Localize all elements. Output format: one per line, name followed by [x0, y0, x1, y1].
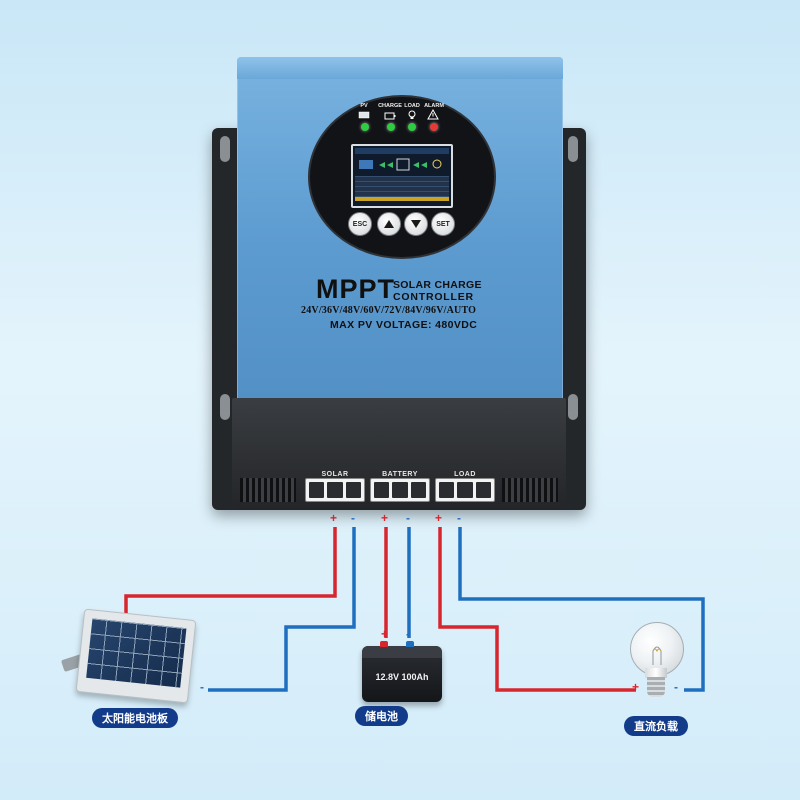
indicator-label-load: LOAD — [404, 103, 420, 109]
panel-minus-mark: - — [200, 680, 204, 694]
indicator-label-charge: CHARGE — [378, 103, 402, 109]
pv-led — [361, 123, 369, 131]
vent-grille — [240, 478, 296, 502]
solar-plus-mark: + — [330, 511, 338, 525]
alarm-led — [430, 123, 438, 131]
battery-label: 储电池 — [355, 706, 408, 726]
up-button[interactable] — [377, 212, 401, 236]
mount-hole — [568, 394, 578, 420]
mount-hole — [568, 136, 578, 162]
bulb-minus-mark: - — [674, 680, 678, 694]
load-led — [408, 123, 416, 131]
warning-icon — [427, 109, 439, 120]
bulb-plus-mark: + — [632, 680, 640, 694]
bulb-filament-icon — [652, 646, 662, 665]
lcd-header — [355, 148, 449, 154]
max-pv-voltage: MAX PV VOLTAGE: 480VDC — [330, 319, 478, 331]
mppt-title: MPPT — [316, 274, 396, 304]
lcd-row — [355, 191, 449, 196]
terminal-label-load: LOAD — [454, 471, 476, 478]
load-negative-wire — [458, 527, 705, 692]
solar-negative-wire — [208, 527, 356, 692]
solar-panel — [75, 608, 197, 704]
arrow-down-icon — [411, 220, 421, 228]
solar-minus-mark: - — [351, 511, 355, 525]
solar-terminal-block[interactable] — [305, 478, 365, 502]
load-plus-mark: + — [435, 511, 443, 525]
lcd-screen — [351, 144, 453, 208]
dc-load-label: 直流负载 — [624, 716, 688, 736]
controller-text: CONTROLLER — [393, 291, 474, 303]
solar-panel-cells — [86, 618, 187, 688]
esc-button[interactable]: ESC — [348, 212, 372, 236]
indicator-label-alarm: ALARM — [424, 103, 444, 109]
solar-charge-text: SOLAR CHARGE — [393, 279, 482, 291]
indicator-label-pv: PV — [360, 103, 368, 109]
terminal-label-battery: BATTERY — [382, 471, 418, 478]
load-positive-wire — [438, 527, 636, 692]
load-terminal-block[interactable] — [435, 478, 495, 502]
lcd-flow-graphic — [359, 158, 442, 171]
lcd-row — [355, 181, 449, 186]
mount-hole — [220, 136, 230, 162]
battery-term-plus-mark: + — [381, 627, 389, 641]
set-button[interactable]: SET — [431, 212, 455, 236]
solar-positive-wire — [124, 527, 337, 621]
lcd-status-row — [355, 196, 449, 201]
arrow-up-icon — [384, 220, 394, 228]
battery: 12.8V 100Ah — [362, 641, 442, 702]
charge-led — [387, 123, 395, 131]
battery-terminal-block[interactable] — [370, 478, 430, 502]
battery-minus-mark: - — [406, 511, 410, 525]
light-bulb — [630, 622, 684, 676]
terminal-label-solar: SOLAR — [321, 471, 349, 478]
down-button[interactable] — [404, 212, 428, 236]
lcd-row — [355, 176, 449, 181]
battery-lid — [362, 646, 442, 658]
vent-grille — [502, 478, 558, 502]
battery-rating: 12.8V 100Ah — [375, 672, 429, 682]
bulb-base — [647, 677, 665, 697]
cover-top-edge — [237, 57, 563, 79]
load-minus-mark: - — [457, 511, 461, 525]
battery-positive-terminal — [380, 641, 388, 647]
bulb-icon — [408, 110, 416, 119]
mount-hole — [220, 394, 230, 420]
lcd-row — [355, 186, 449, 191]
battery-negative-terminal — [406, 641, 414, 647]
solar-panel-label: 太阳能电池板 — [92, 708, 178, 728]
battery-term-minus-mark: - — [406, 627, 410, 641]
bulb-neck — [645, 668, 667, 678]
supported-voltages: 24V/36V/48V/60V/72V/84V/96V/AUTO — [301, 305, 477, 316]
battery-icon — [384, 112, 396, 120]
battery-plus-mark: + — [381, 511, 389, 525]
solar-panel-icon — [358, 111, 370, 119]
